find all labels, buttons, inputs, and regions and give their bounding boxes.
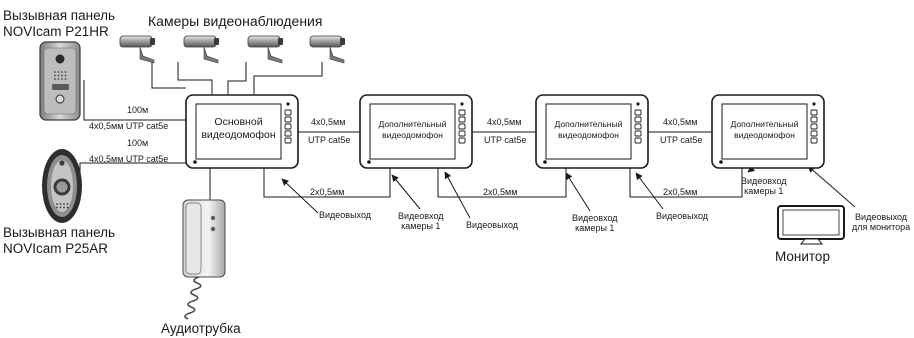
panel-top-title: Вызывная панель [3, 8, 116, 23]
callout-arrow [565, 172, 591, 212]
cable-label-2: 4x0,5мм [487, 117, 522, 127]
handset-label: Аудиотрубка [161, 321, 241, 336]
callout-arrow [807, 165, 856, 208]
cable-camera-3 [227, 62, 247, 94]
video-in-cam1-label: Видеовход камеры 1 [572, 213, 618, 233]
call-panel-p25ar-icon [42, 149, 82, 223]
cable-camera-2 [177, 62, 213, 94]
cable-label-3: 4x0,5мм [663, 117, 698, 127]
main-monitor-label: Основной видеодомофон [201, 116, 276, 141]
cable-type-1: UTP cat5e [308, 135, 351, 145]
video-cable-label-3: 2x0,5мм [663, 187, 698, 197]
panel-bottom-title: Вызывная панель [3, 225, 116, 240]
video-out-label: Видеовыход [656, 211, 709, 221]
call-panel-p21hr-icon [39, 41, 81, 121]
handset-icon [182, 199, 226, 320]
cable-type-2: UTP cat5e [484, 135, 527, 145]
main-monitor-device [185, 94, 299, 169]
video-out-label: Видеовыход [466, 220, 519, 230]
extra-monitor-label-1: Дополнительный видеодомофон [378, 119, 447, 140]
callout-arrow [281, 178, 319, 214]
camera-icon [119, 35, 155, 64]
callout-arrow [635, 172, 664, 210]
extra-monitor-device [711, 94, 825, 169]
video-cable-label-2: 2x0,5мм [483, 187, 518, 197]
callout-arrow [391, 174, 421, 210]
panel-bottom-model: NOVIcam P25AR [3, 241, 109, 256]
panel-top-model: NOVIcam P21HR [3, 24, 109, 39]
cameras-title: Камеры видеонаблюдения [148, 13, 323, 29]
extra-monitor-label-3: Дополнительный видеодомофон [730, 119, 799, 140]
cable-type-bottom: 4x0,5мм UTP cat5e [89, 154, 169, 164]
cable-length-top: 100м [127, 105, 149, 115]
cable-panel-bottom [79, 162, 186, 190]
extra-monitor-label-2: Дополнительный видеодомофон [554, 119, 623, 140]
video-cable-label-1: 2x0,5мм [310, 187, 345, 197]
camera-icon [309, 35, 345, 64]
callout-arrow [444, 171, 471, 219]
video-cable-2 [437, 168, 567, 198]
cable-type-3: UTP cat5e [660, 135, 703, 145]
video-in-cam1-label: Видеовход камеры 1 [398, 211, 444, 231]
video-out-monitor-label: Видеовыход для монитора [852, 212, 911, 232]
cable-label-1: 4x0,5мм [311, 117, 346, 127]
video-cable-3 [629, 168, 743, 198]
cable-camera-1 [151, 62, 186, 89]
cable-camera-4 [253, 62, 323, 94]
cable-panel-top [83, 80, 186, 121]
video-out-label: Видеовыход [319, 210, 372, 220]
video-in-cam1-label: Видеовход камеры 1 [741, 176, 787, 196]
cable-type-top: 4x0,5мм UTP cat5e [89, 121, 169, 131]
extra-monitor-device [359, 94, 473, 169]
camera-icon [183, 35, 219, 64]
extra-monitor-device [535, 94, 649, 169]
cable-length-bottom: 100м [127, 138, 149, 148]
monitor-label: Монитор [775, 249, 830, 264]
camera-icon [247, 35, 283, 64]
monitor-icon [777, 205, 845, 245]
video-cable-1 [263, 168, 391, 198]
